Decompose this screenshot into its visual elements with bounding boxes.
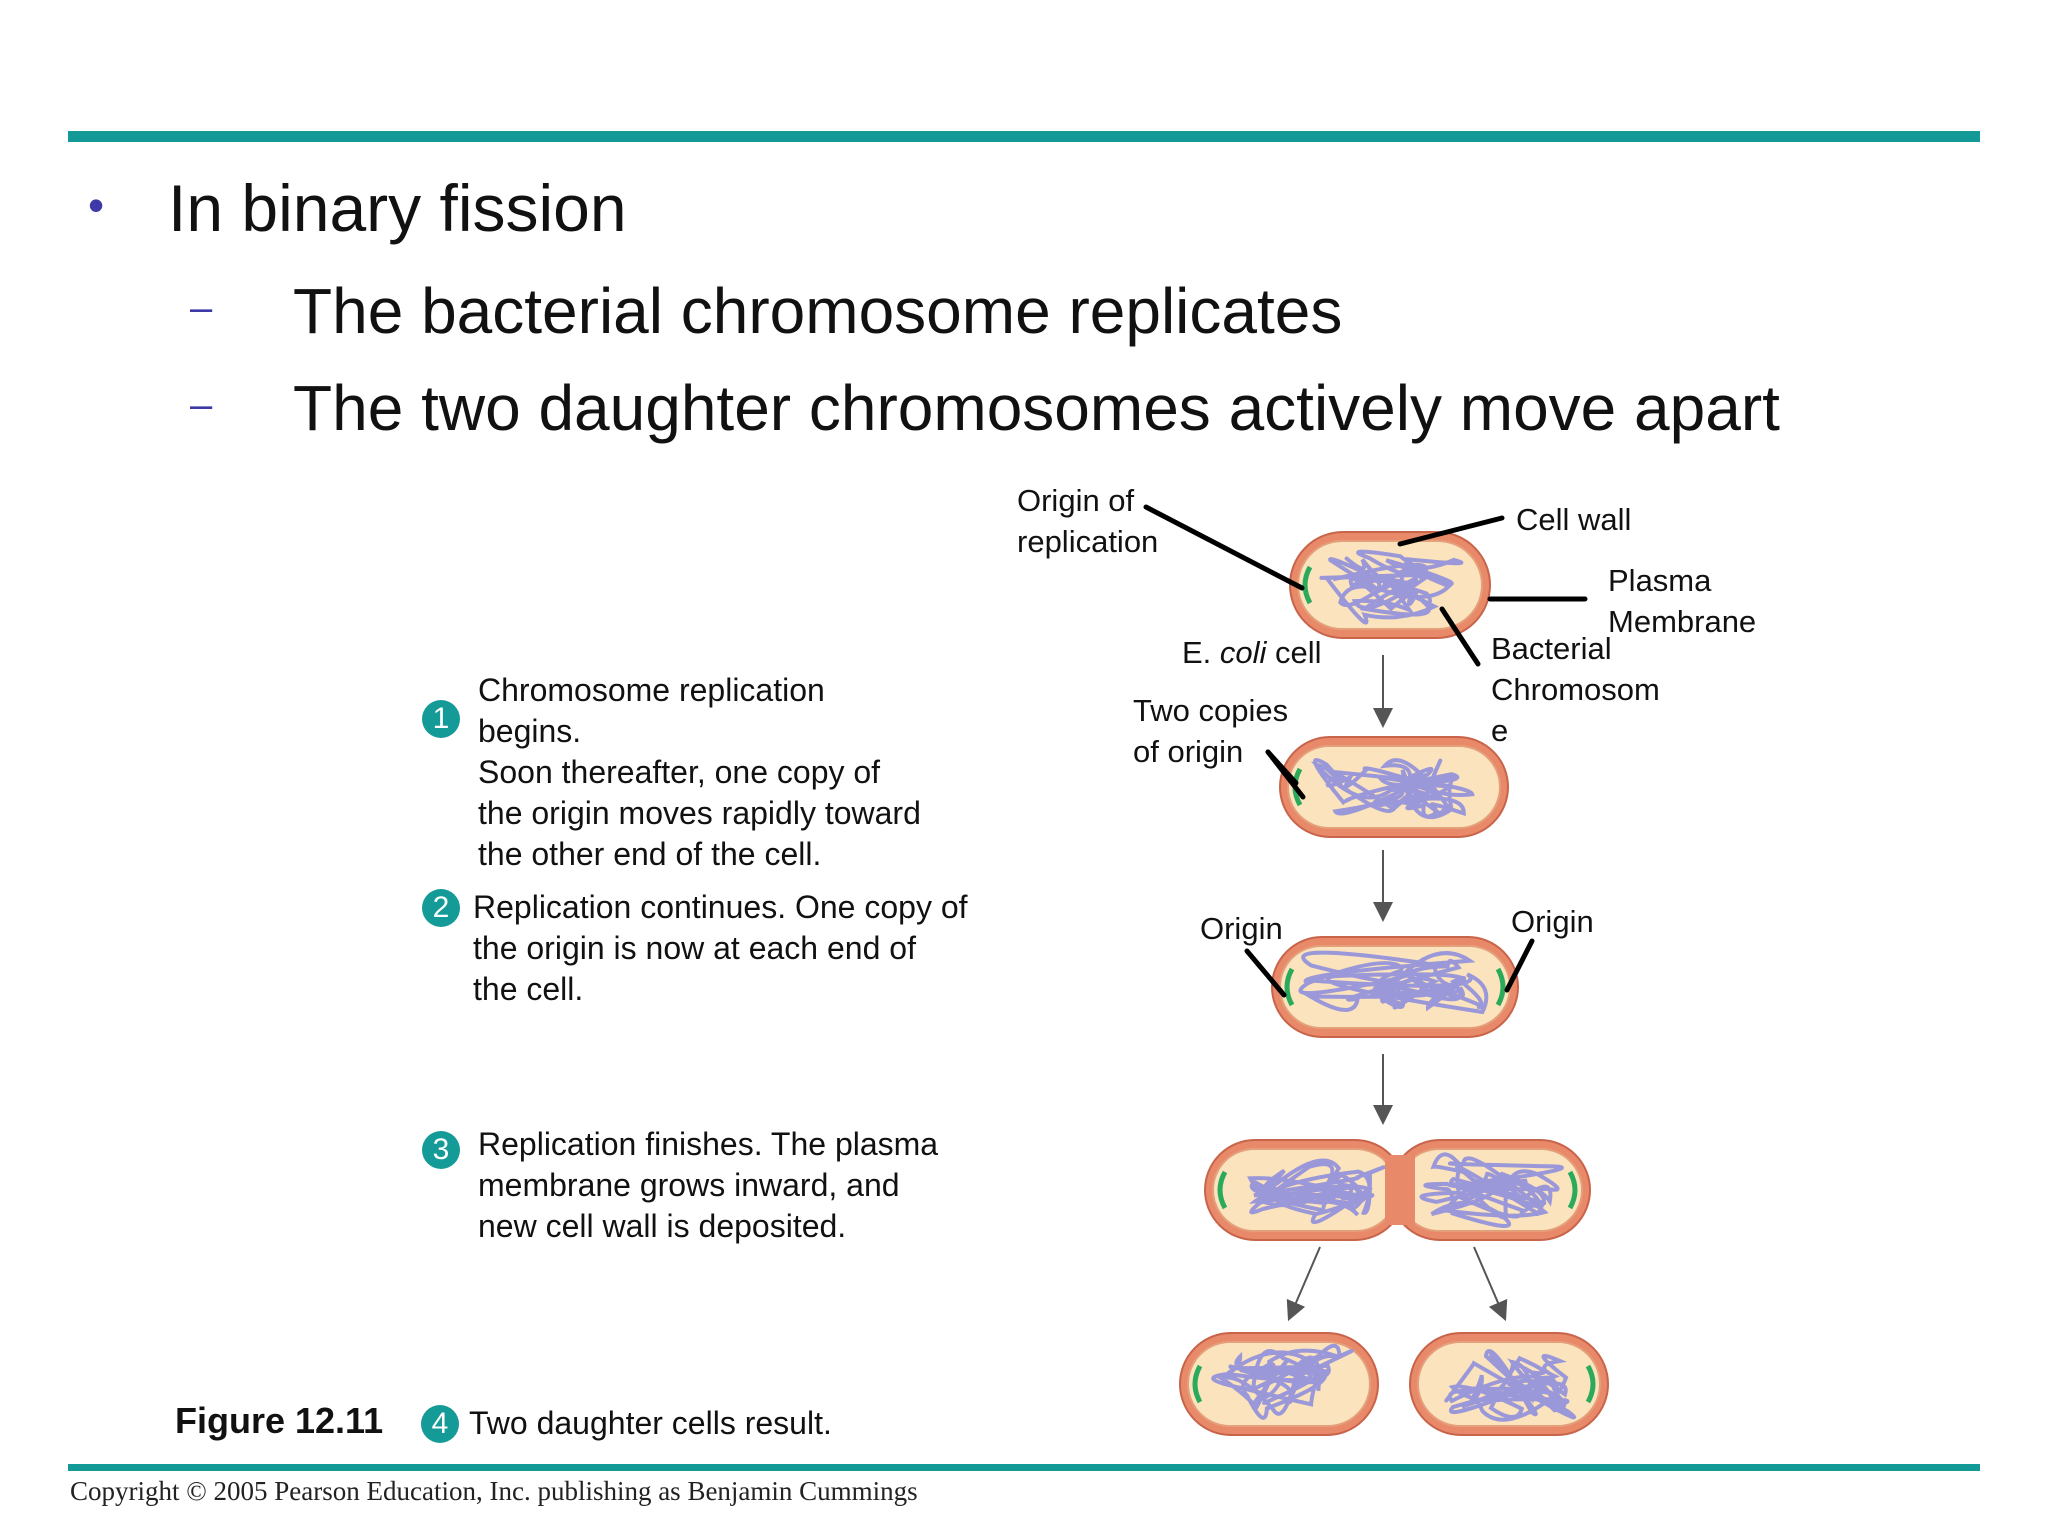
label-line: Origin of bbox=[1017, 483, 1135, 518]
sub-bullet-2: The two daughter chromosomes actively mo… bbox=[293, 372, 1780, 444]
origin-right-pointer bbox=[1504, 938, 1535, 993]
main-bullet-text: In binary fission bbox=[168, 171, 627, 245]
step-line: Replication continues. One copy of bbox=[473, 889, 968, 925]
origin bbox=[1567, 1170, 1578, 1210]
step-line: the origin moves rapidly toward bbox=[478, 795, 921, 831]
sub-bullet-1: The bacterial chromosome replicates bbox=[293, 275, 1343, 347]
origin-left-label: Origin bbox=[1200, 911, 1283, 946]
two-copies-pointer bbox=[1265, 749, 1299, 786]
step-4-badge: 4 bbox=[421, 1405, 459, 1443]
figure-label: Figure 12.11 bbox=[175, 1400, 384, 1441]
chromosome bbox=[1247, 1158, 1386, 1225]
bacterial-cell bbox=[1409, 1332, 1609, 1436]
origin bbox=[1585, 1364, 1596, 1404]
step-2-text: Replication continues. One copy of the o… bbox=[473, 887, 968, 1010]
bottom-rule bbox=[68, 1464, 1980, 1471]
flow-arrow bbox=[1286, 1246, 1321, 1322]
step-line: Replication finishes. The plasma bbox=[478, 1126, 939, 1162]
label-line: e bbox=[1491, 713, 1509, 748]
label-line: Plasma bbox=[1608, 563, 1712, 598]
bacterial-cell bbox=[1279, 736, 1509, 838]
origin-left-pointer bbox=[1244, 948, 1287, 998]
origin-of-replication-label: Origin of replication bbox=[1017, 480, 1158, 562]
step-3-text: Replication finishes. The plasma membran… bbox=[478, 1124, 938, 1247]
label-line: replication bbox=[1017, 524, 1159, 559]
chromosome bbox=[1319, 549, 1464, 625]
step-line: Soon thereafter, one copy of bbox=[478, 754, 881, 790]
origin-pointer bbox=[1143, 504, 1305, 591]
dash-icon: – bbox=[190, 383, 213, 427]
copyright-text: Copyright © 2005 Pearson Education, Inc.… bbox=[70, 1476, 918, 1506]
ecoli-cell-label: E. coli cell bbox=[1182, 632, 1322, 673]
chromosome bbox=[1211, 1343, 1354, 1420]
step-line: membrane grows inward, and bbox=[478, 1167, 900, 1203]
label-line: Bacterial bbox=[1491, 631, 1612, 666]
step-line: new cell wall is deposited. bbox=[478, 1208, 847, 1244]
label-line: Membrane bbox=[1608, 604, 1757, 639]
step-line: the other end of the cell. bbox=[478, 836, 822, 872]
step-line: the cell. bbox=[473, 971, 584, 1007]
origin bbox=[1217, 1170, 1228, 1210]
dash-icon: – bbox=[190, 286, 213, 330]
chromosome bbox=[1310, 758, 1475, 820]
plasma-membrane-label: Plasma Membrane bbox=[1608, 560, 1756, 642]
origin bbox=[1302, 565, 1313, 605]
step-4-text: Two daughter cells result. bbox=[469, 1403, 832, 1444]
label-line: Chromosom bbox=[1491, 672, 1660, 707]
bacterial-cell bbox=[1271, 936, 1519, 1038]
label-line: of origin bbox=[1133, 734, 1244, 769]
top-rule bbox=[68, 131, 1980, 142]
bacterial-cell bbox=[1389, 1139, 1591, 1241]
step-line: Chromosome replication bbox=[478, 672, 825, 708]
label-part: cell bbox=[1266, 635, 1322, 670]
label-part: coli bbox=[1219, 635, 1267, 670]
step-1-text: Chromosome replication begins. Soon ther… bbox=[478, 670, 921, 875]
step-line: the origin is now at each end of bbox=[473, 930, 916, 966]
label-line: Two copies bbox=[1133, 693, 1289, 728]
chromosome-pointer bbox=[1439, 606, 1481, 667]
step-3-badge: 3 bbox=[422, 1131, 460, 1169]
origin bbox=[1192, 1364, 1203, 1404]
cell-wall-pointer bbox=[1397, 515, 1505, 547]
chromosome bbox=[1298, 950, 1489, 1015]
bacterial-cell bbox=[1179, 1332, 1379, 1436]
step-line: begins. bbox=[478, 713, 582, 749]
step-line: Two daughter cells result. bbox=[469, 1405, 832, 1441]
two-copies-label: Two copies of origin bbox=[1133, 690, 1288, 772]
flow-arrow bbox=[1473, 1246, 1508, 1322]
origin bbox=[1495, 967, 1506, 1007]
label-part: E. bbox=[1182, 635, 1220, 670]
origin-right-label: Origin bbox=[1511, 904, 1594, 939]
origin bbox=[1284, 967, 1295, 1007]
step-1-badge: 1 bbox=[422, 700, 460, 738]
chromosome bbox=[1419, 1152, 1564, 1228]
bacterial-cell bbox=[1204, 1139, 1406, 1241]
chromosome bbox=[1444, 1349, 1577, 1422]
step-2-badge: 2 bbox=[422, 889, 460, 927]
bullet-icon: • bbox=[88, 179, 105, 231]
bacterial-chromosome-label: Bacterial Chromosom e bbox=[1491, 628, 1660, 751]
bacterial-cell bbox=[1289, 531, 1491, 639]
septum bbox=[1385, 1155, 1415, 1225]
cell-wall-label: Cell wall bbox=[1516, 502, 1632, 537]
